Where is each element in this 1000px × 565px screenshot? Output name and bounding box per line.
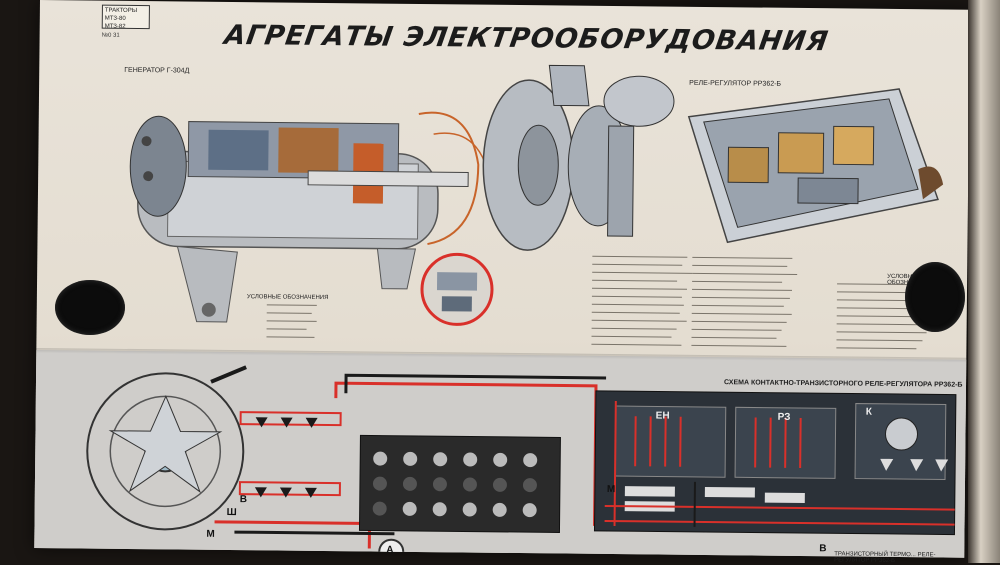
v2-letter: В [819, 543, 827, 555]
rolled-edge [968, 0, 1000, 563]
grommet-right [905, 262, 965, 332]
poster: ТРАКТОРЫ МТЗ-80 МТЗ-82 №0 31 Агрегаты эл… [34, 0, 970, 564]
inset-detail [420, 252, 494, 326]
relay-regulator-drawing [687, 88, 944, 244]
m-terminal-letter: М [606, 483, 616, 496]
poster-illustration [86, 64, 957, 558]
grommet-left [55, 280, 125, 335]
regulator-schematic [593, 390, 957, 536]
exploded-parts [418, 64, 675, 251]
ammeter-letter: A [386, 544, 394, 556]
terminal-block [358, 434, 561, 533]
en-letter: ЕН [655, 410, 670, 422]
k-letter: К [865, 406, 872, 418]
legend-label: УСЛОВНЫЕ ОБОЗНАЧЕНИЯ [246, 294, 329, 302]
sh-letter: Ш [226, 506, 237, 519]
generator-drawing [129, 115, 469, 323]
rz-letter: РЗ [777, 411, 791, 423]
alternator-schematic [86, 365, 607, 549]
v-letter: В [239, 494, 248, 506]
m2-letter: М [206, 528, 215, 540]
parts-legend-text [266, 255, 928, 350]
